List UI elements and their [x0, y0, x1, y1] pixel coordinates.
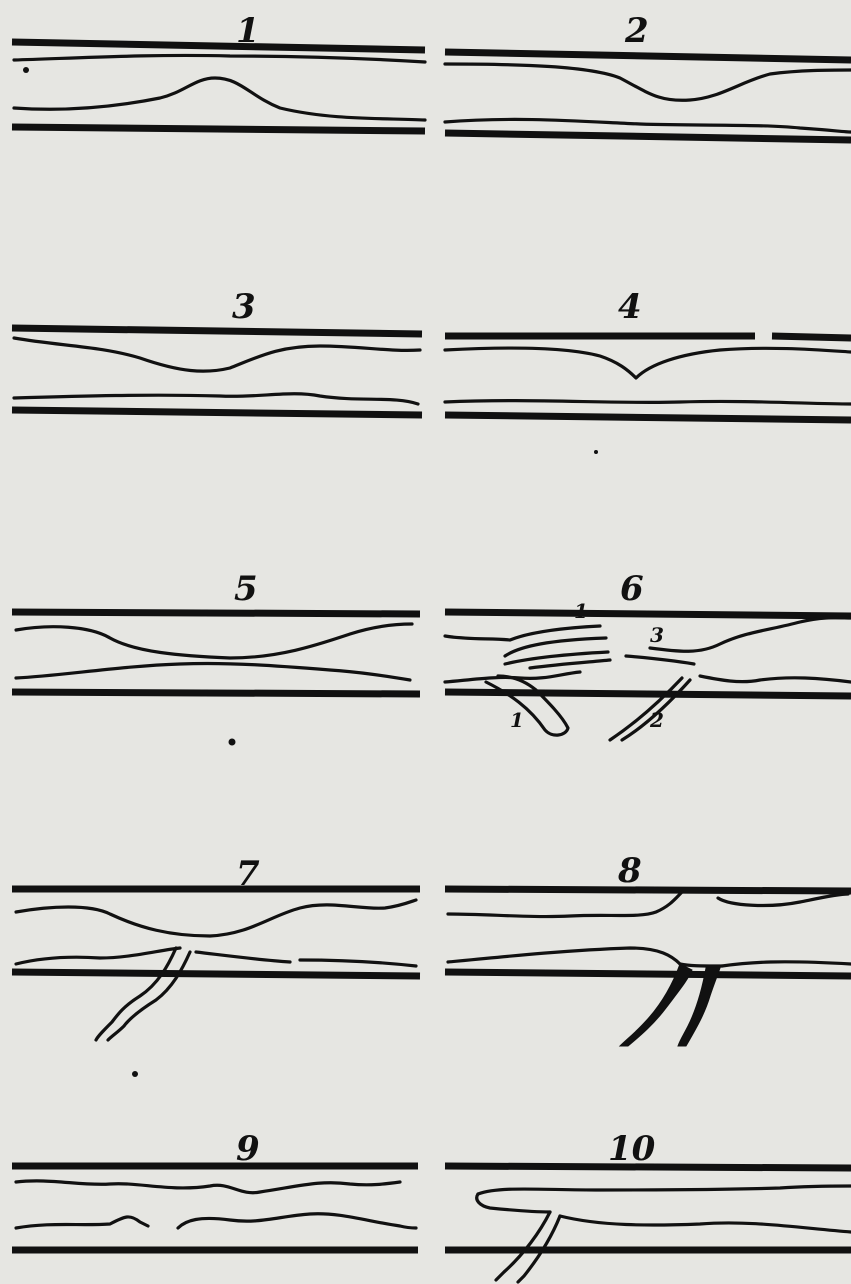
figure-9-upper-wall	[16, 1181, 400, 1193]
figure-5-label: 5	[234, 569, 258, 609]
speck-3	[594, 450, 598, 454]
figure-4: 4	[445, 287, 851, 420]
figure-6-marker-3: 3	[650, 623, 664, 647]
figure-8-upper-wall-left	[448, 892, 682, 917]
figure-8: 8	[445, 851, 851, 1046]
figure-7-lower-wall-left	[16, 948, 180, 964]
figure-8-top-rule	[445, 889, 851, 891]
figure-6-upper-wall-right	[650, 618, 851, 652]
figure-8-lower-wall-right	[722, 962, 851, 966]
figure-7-bottom-rule	[12, 972, 420, 976]
figure-8-upper-wall-right	[718, 894, 848, 905]
figure-8-branch-trunk	[680, 964, 722, 966]
figure-10-cap	[477, 1194, 550, 1212]
figure-10-label: 10	[608, 1129, 656, 1169]
figure-2-top-rule	[445, 52, 851, 60]
figure-3-upper-wall	[14, 338, 420, 371]
figure-4-top-rule-b	[772, 336, 851, 338]
figure-6: 6 1 3 1 2	[445, 569, 851, 740]
figure-8-label: 8	[617, 851, 642, 891]
figure-1-top-rule	[12, 42, 425, 50]
figure-4-bottom-rule	[445, 415, 851, 420]
figure-6-marker-lower-1: 1	[510, 708, 524, 732]
figure-2-upper-wall	[445, 64, 851, 100]
figure-6-branch-2-left	[610, 678, 682, 740]
figure-7-branch-right	[108, 952, 190, 1040]
figure-7-lower-wall-right	[196, 952, 416, 966]
figure-10-upper-wall	[478, 1186, 851, 1194]
figure-4-lower-wall	[445, 401, 851, 404]
figure-4-upper-wall	[445, 348, 851, 378]
figure-3-lower-wall	[14, 394, 418, 404]
figure-10-top-rule	[445, 1166, 851, 1168]
figure-2: 2	[445, 11, 851, 140]
figure-7-upper-wall	[16, 900, 416, 936]
figure-1: 1	[12, 11, 425, 131]
figure-6-branch-1-outer	[486, 676, 568, 735]
figure-7: 7	[12, 854, 420, 1040]
figure-3-top-rule	[12, 328, 422, 334]
speck-1	[229, 739, 236, 746]
figure-6-lower-wall-right	[700, 676, 851, 682]
speck-4	[27, 124, 33, 130]
print-specks	[23, 67, 598, 1077]
figure-6-label: 6	[620, 569, 644, 609]
figure-1-lower-wall	[14, 78, 425, 120]
figure-3-bottom-rule	[12, 410, 422, 415]
figure-1-upper-wall	[14, 55, 425, 62]
figure-3: 3	[12, 287, 422, 415]
figure-8-bottom-rule	[445, 972, 851, 976]
figure-2-bottom-rule	[445, 133, 851, 140]
figure-1-bottom-rule	[12, 127, 425, 131]
speck-5	[23, 67, 29, 73]
figure-10-branch-left	[496, 1212, 550, 1280]
figure-6-top-rule	[445, 612, 851, 616]
figure-2-label: 2	[624, 11, 649, 51]
figure-5: 5	[12, 569, 420, 694]
figure-6-upper-wall-left	[445, 626, 600, 640]
figure-9: 9	[12, 1129, 418, 1250]
figure-10: 10	[445, 1129, 851, 1282]
figure-8-lower-wall-left	[448, 948, 680, 964]
figure-10-lower-wall	[560, 1216, 851, 1232]
figure-6-middle-fragment-right	[626, 656, 694, 664]
figure-5-top-rule	[12, 612, 420, 614]
figure-5-lower-wall	[16, 663, 410, 680]
figure-5-upper-wall	[16, 624, 412, 658]
figure-3-label: 3	[232, 287, 256, 327]
figure-2-lower-wall	[445, 119, 851, 132]
figure-9-lower-wall	[16, 1214, 416, 1228]
figure-6-split-strand-c	[530, 660, 610, 668]
speck-2	[132, 1071, 138, 1077]
figure-5-bottom-rule	[12, 692, 420, 694]
figure-4-label: 4	[618, 287, 642, 327]
